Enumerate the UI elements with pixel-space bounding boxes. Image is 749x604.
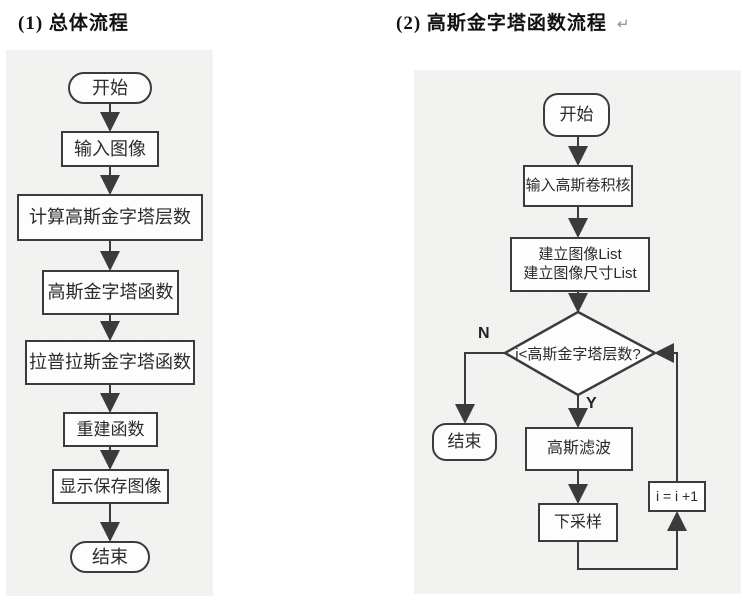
flow-node-start: 开始 [543, 93, 610, 137]
branch-label-yes: Y [586, 395, 597, 412]
decision-diamond-shape [502, 310, 658, 397]
gaussian-flow-connectors [455, 137, 687, 570]
left-title-text: (1) 总体流程 [18, 13, 129, 34]
flowchart-panel-overall: 开始 输入图像 计算高斯金字塔层数 高斯金字塔函数 拉普拉斯金字塔函数 重建函数… [6, 50, 213, 596]
right-title-text: (2) 高斯金字塔函数流程 [396, 13, 607, 34]
decision-condition-label: i<高斯金字塔层数? [515, 345, 641, 363]
flowchart-panel-gaussian: 开始 输入高斯卷积核 建立图像List 建立图像尺寸List i<高斯金字塔层数… [414, 70, 741, 594]
flow-node-display-save: 显示保存图像 [52, 469, 169, 504]
build-list-line1: 建立图像List [538, 245, 622, 263]
flow-node-gaussian-filter: 高斯滤波 [525, 427, 633, 471]
flow-node-start: 开始 [68, 72, 152, 104]
gaussian-flow-arrows [455, 137, 687, 570]
left-flowchart-title: (1) 总体流程 [18, 8, 129, 35]
paragraph-return-icon: ↵ [616, 17, 631, 33]
right-flowchart-title: (2) 高斯金字塔函数流程 ↵ [396, 8, 630, 35]
flow-node-input-kernel: 输入高斯卷积核 [523, 165, 633, 207]
branch-label-no: N [478, 325, 490, 342]
flow-node-gaussian-pyramid: 高斯金字塔函数 [42, 270, 179, 315]
flow-node-calc-levels: 计算高斯金字塔层数 [17, 194, 203, 241]
flow-node-laplacian-pyramid: 拉普拉斯金字塔函数 [25, 340, 195, 385]
build-list-line2: 建立图像尺寸List [523, 264, 637, 282]
flow-node-input-image: 输入图像 [61, 131, 159, 167]
overall-flow-connectors [100, 104, 120, 542]
flow-node-increment: i = i +1 [648, 481, 706, 512]
flow-node-end: 结束 [432, 423, 497, 461]
flow-node-end: 结束 [70, 541, 150, 573]
flow-node-build-lists: 建立图像List 建立图像尺寸List [510, 237, 650, 292]
flow-node-downsample: 下采样 [538, 503, 618, 542]
flow-node-rebuild: 重建函数 [63, 412, 158, 447]
